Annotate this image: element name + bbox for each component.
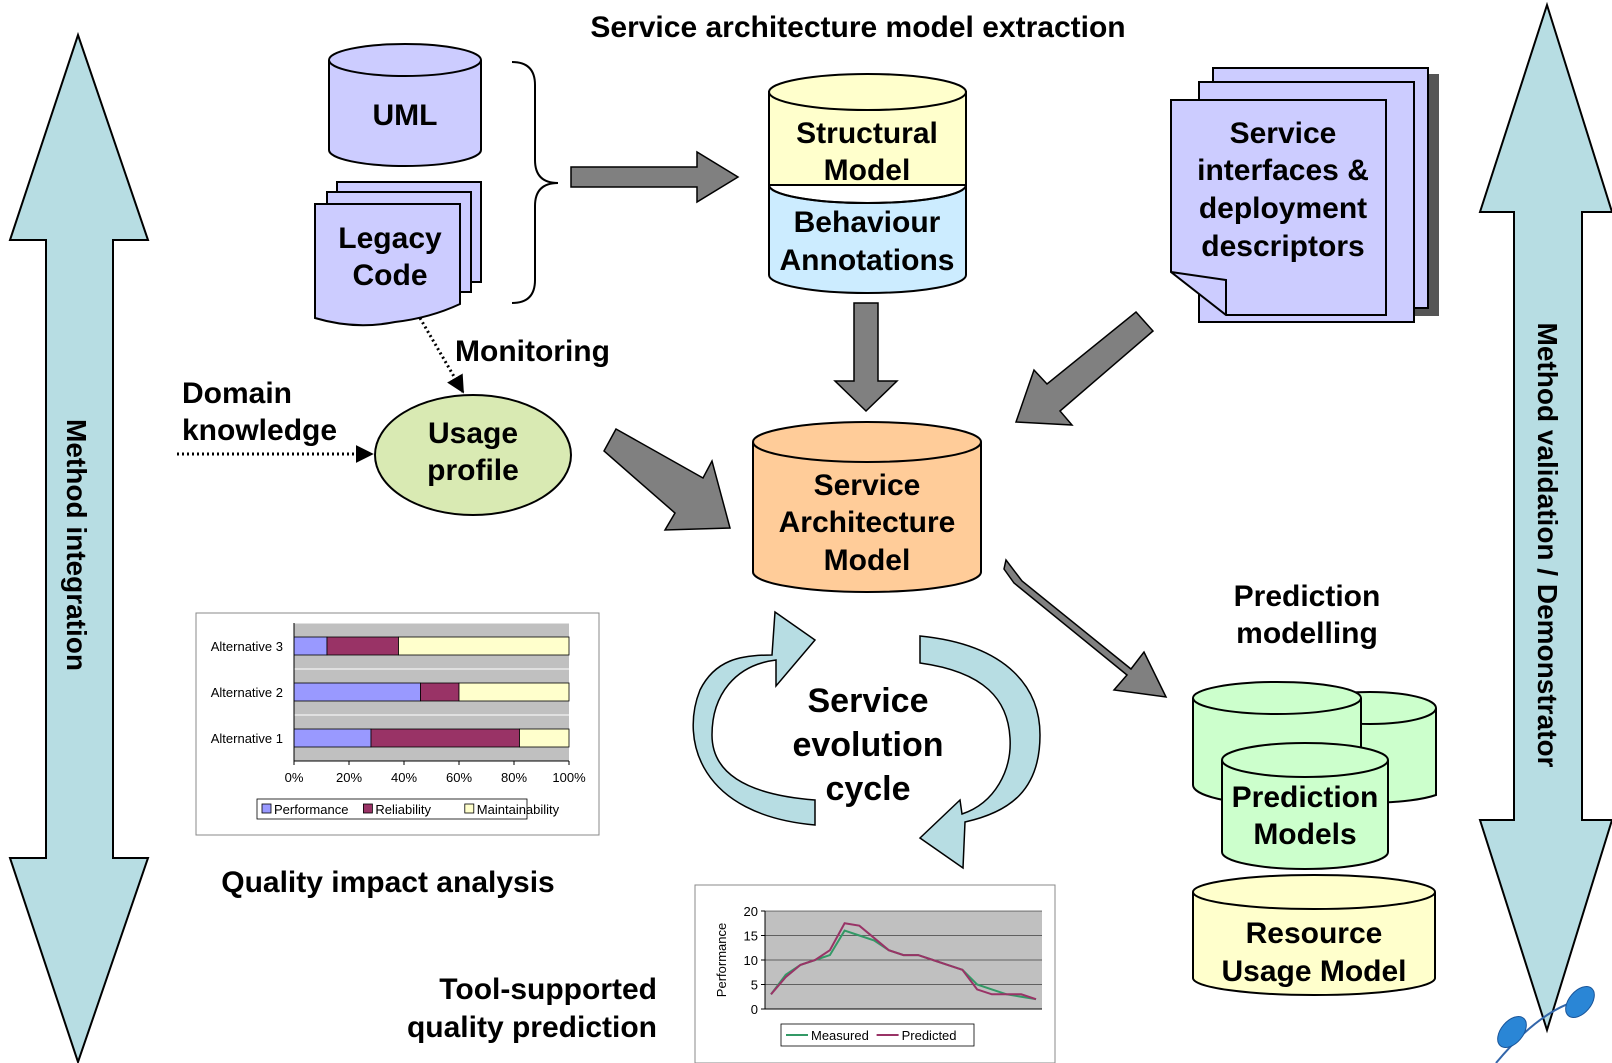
monitoring-label: Monitoring bbox=[455, 335, 610, 368]
service-architecture-label-2: Architecture bbox=[779, 506, 956, 539]
prediction-models-label-2: Models bbox=[1253, 818, 1356, 851]
evolution-cycle-label-2: evolution bbox=[792, 726, 943, 764]
bar-x-tick-label: 100% bbox=[552, 770, 586, 785]
service-interfaces-label-1: Service bbox=[1230, 117, 1337, 150]
bar-legend-box bbox=[256, 798, 528, 820]
interfaces-to-architecture-arrow bbox=[1014, 310, 1155, 426]
extraction-arrow bbox=[570, 150, 740, 204]
architecture-to-prediction-arrow bbox=[1003, 558, 1168, 698]
performance-line-chart: 0 5 10 15 20 Performance Measured Predicted bbox=[694, 884, 1056, 1063]
domain-knowledge-label-2: knowledge bbox=[182, 414, 337, 447]
evolution-cycle-label-1: Service bbox=[808, 682, 929, 720]
legacy-code-label-2: Code bbox=[353, 259, 428, 292]
structural-model-label-1: Structural bbox=[796, 117, 938, 150]
bar-x-tick-label: 40% bbox=[391, 770, 417, 785]
project-logo bbox=[1495, 986, 1595, 1063]
structural-model-label-2: Model bbox=[824, 154, 911, 187]
bar-legend-swatch bbox=[362, 803, 373, 814]
bar-x-tick-label: 0% bbox=[285, 770, 304, 785]
usage-profile-ellipse: Usage profile bbox=[374, 394, 572, 516]
bar-category-label: Alternative 3 bbox=[211, 639, 283, 654]
service-interfaces-label-2: interfaces & bbox=[1197, 154, 1369, 187]
line-y-tick-label: 10 bbox=[744, 953, 758, 968]
method-integration-arrow: Method integration bbox=[8, 31, 150, 1063]
service-interfaces-documents: Service interfaces & deployment descript… bbox=[1170, 67, 1439, 323]
diagram-title: Service architecture model extraction bbox=[590, 11, 1125, 44]
domain-knowledge-label-1: Domain bbox=[182, 377, 292, 410]
bar-category-label: Alternative 2 bbox=[211, 685, 283, 700]
bar-x-tick-label: 20% bbox=[336, 770, 362, 785]
service-architecture-cylinder: Service Architecture Model bbox=[752, 421, 982, 593]
resource-usage-label-2: Usage Model bbox=[1221, 955, 1406, 988]
service-interfaces-label-4: descriptors bbox=[1201, 230, 1364, 263]
uml-label: UML bbox=[373, 99, 438, 132]
resource-usage-cylinder: Resource Usage Model bbox=[1192, 874, 1436, 996]
quality-impact-label: Quality impact analysis bbox=[221, 866, 554, 899]
bar-segment bbox=[458, 682, 570, 702]
evolution-cycle: Service evolution cycle bbox=[692, 610, 1041, 870]
prediction-models-cylinders: Prediction Models bbox=[1192, 681, 1437, 870]
resource-usage-label-1: Resource bbox=[1246, 917, 1383, 950]
tool-supported-label-2: quality prediction bbox=[407, 1011, 657, 1044]
service-architecture-label-3: Model bbox=[824, 544, 911, 577]
bar-segment bbox=[370, 728, 520, 748]
bar-legend-swatch bbox=[464, 803, 475, 814]
behaviour-annotations-label-1: Behaviour bbox=[794, 206, 941, 239]
method-integration-label: Method integration bbox=[61, 419, 92, 671]
bar-segment bbox=[519, 728, 570, 748]
line-series-predicted bbox=[770, 922, 1037, 1001]
uml-cylinder: UML bbox=[328, 43, 482, 167]
cycle-arrow-bottom-right bbox=[918, 635, 1041, 870]
service-architecture-label-1: Service bbox=[814, 469, 921, 502]
line-legend-label: Measured bbox=[811, 1028, 869, 1043]
line-legend-label: Predicted bbox=[902, 1028, 957, 1043]
bar-legend-label: Performance bbox=[274, 802, 348, 817]
prediction-modelling-label-2: modelling bbox=[1236, 617, 1378, 650]
service-interfaces-label-3: deployment bbox=[1199, 192, 1367, 225]
bar-x-tick-label: 60% bbox=[446, 770, 472, 785]
tool-supported-label-1: Tool-supported bbox=[439, 973, 657, 1006]
legacy-code-documents: Legacy Code bbox=[314, 181, 482, 327]
structural-to-architecture-arrow bbox=[833, 302, 899, 413]
usage-profile-label-1: Usage bbox=[428, 417, 518, 450]
monitoring-dotted-arrow bbox=[418, 317, 465, 394]
behaviour-annotations-label-2: Annotations bbox=[780, 244, 955, 277]
bar-segment bbox=[293, 636, 328, 656]
usage-to-architecture-arrow bbox=[603, 427, 731, 531]
bar-legend-swatch bbox=[261, 803, 272, 814]
evolution-cycle-label-3: cycle bbox=[825, 770, 910, 808]
line-y-tick-label: 5 bbox=[751, 978, 758, 993]
bar-legend-label: Reliability bbox=[375, 802, 431, 817]
method-validation-arrow: Method validation / Demonstrator bbox=[1478, 1, 1612, 1034]
cycle-arrow-top-left bbox=[692, 610, 817, 826]
bar-segment bbox=[420, 682, 460, 702]
prediction-models-label-1: Prediction bbox=[1232, 781, 1379, 814]
line-chart-ylabel: Performance bbox=[714, 923, 729, 997]
input-curly-brace bbox=[511, 61, 559, 304]
method-validation-label: Method validation / Demonstrator bbox=[1532, 323, 1563, 768]
bar-segment bbox=[293, 682, 421, 702]
bar-segment bbox=[398, 636, 570, 656]
line-y-tick-label: 15 bbox=[744, 929, 758, 944]
line-y-tick-label: 20 bbox=[744, 904, 758, 919]
legacy-code-label-1: Legacy bbox=[338, 222, 442, 255]
bar-segment bbox=[293, 728, 372, 748]
bar-legend-label: Maintainability bbox=[477, 802, 560, 817]
usage-profile-label-2: profile bbox=[427, 454, 519, 487]
line-y-tick-label: 0 bbox=[751, 1002, 758, 1017]
structural-model-cylinder: Structural Model Behaviour Annotations bbox=[768, 73, 967, 294]
bar-segment bbox=[326, 636, 399, 656]
bar-x-tick-label: 80% bbox=[501, 770, 527, 785]
prediction-modelling-label-1: Prediction bbox=[1234, 580, 1381, 613]
bar-category-label: Alternative 1 bbox=[211, 731, 283, 746]
